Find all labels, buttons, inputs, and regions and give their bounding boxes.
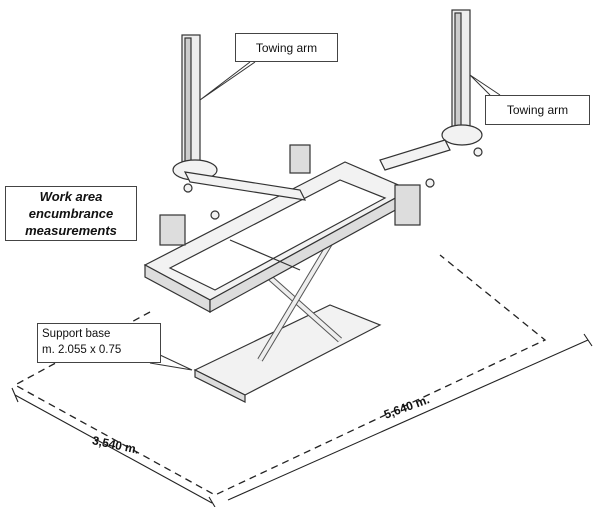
support-base-label: Support base m. 2.055 x 0.75 bbox=[37, 323, 161, 363]
work-area-label: Work area encumbrance measurements bbox=[5, 186, 137, 241]
dimension-lines bbox=[11, 333, 593, 507]
work-area-line-1: Work area bbox=[39, 189, 103, 204]
lift-machine bbox=[143, 9, 483, 403]
callout-leaders bbox=[149, 61, 501, 371]
work-area-line-3: measurements bbox=[25, 223, 117, 238]
towing-arm-label-right: Towing arm bbox=[485, 95, 590, 125]
towing-arm-label-left: Towing arm bbox=[235, 33, 338, 62]
support-base-size: m. 2.055 x 0.75 bbox=[42, 344, 122, 356]
towing-arm-text: Towing arm bbox=[255, 40, 318, 55]
support-base-title: Support base bbox=[42, 328, 111, 340]
towing-arm-text: Towing arm bbox=[506, 103, 569, 117]
work-area-line-2: encumbrance bbox=[28, 206, 114, 221]
